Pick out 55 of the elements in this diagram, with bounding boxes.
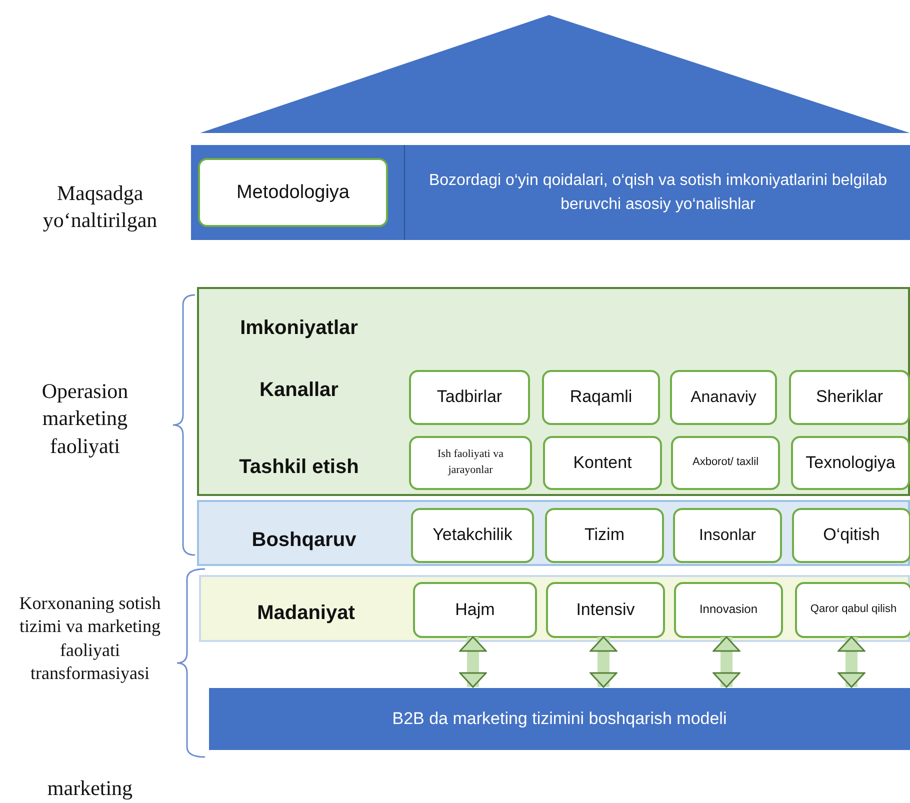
row-heading: Kanallar <box>258 378 340 402</box>
box-label: Texnologiya <box>804 452 896 474</box>
box-label: Intensiv <box>575 598 636 621</box>
box-label: Ananaviy <box>690 388 758 408</box>
row-heading: Boshqaruv <box>250 528 358 552</box>
label-box <box>198 158 388 227</box>
roof-triangle <box>200 15 910 133</box>
box-label: Ish faoliyati va jarayonlar <box>436 447 504 478</box>
double-arrow <box>712 636 740 688</box>
banner-band <box>191 145 910 240</box>
side-label: Maqsadga yo‘naltirilgan <box>42 180 158 234</box>
label-box <box>673 508 782 563</box>
label-box <box>670 370 777 425</box>
box-label: Qaror qabul qilish <box>809 602 898 618</box>
label-box <box>792 508 910 563</box>
double-arrow <box>590 636 618 688</box>
label-box <box>413 582 537 638</box>
row-heading: Imkoniyatlar <box>239 316 359 340</box>
side-label: Operasion marketing faoliyati <box>40 378 130 460</box>
band-text: B2B da marketing tizimini boshqarish modeli <box>391 708 728 730</box>
label-box <box>543 436 662 490</box>
box-label: Hajm <box>454 598 496 621</box>
layer-panel <box>197 287 910 496</box>
label-box <box>795 582 910 638</box>
label-box <box>789 370 910 425</box>
label-box <box>674 582 783 638</box>
box-label: Sheriklar <box>814 386 884 408</box>
banner-band <box>209 688 910 750</box>
band-text: Bozordagi o‘yin qoidalari, o‘qish va sotish imkoniyatlarini belgilab beruvchi asosiy yo‘nalishlar <box>428 171 888 214</box>
box-label: Axborot/ taxlil <box>691 455 760 470</box>
label-box <box>546 582 665 638</box>
row-heading: Tashkil etish <box>238 454 360 480</box>
label-box <box>791 436 910 490</box>
side-label: marketing <box>46 775 134 802</box>
box-label: Metodologiya <box>235 180 351 205</box>
box-label: Tizim <box>584 524 626 546</box>
layer-panel <box>197 500 910 566</box>
label-box <box>409 436 532 490</box>
box-label: Insonlar <box>698 526 757 546</box>
label-box <box>409 370 530 425</box>
double-arrow <box>459 636 487 688</box>
box-label: Raqamli <box>568 386 634 408</box>
box-label: O‘qitish <box>822 524 881 546</box>
label-box <box>671 436 780 490</box>
double-arrow <box>838 636 866 688</box>
row-heading: Madaniyat <box>256 600 356 626</box>
box-label: Yetakchilik <box>432 524 514 546</box>
box-label: Innovasion <box>698 601 759 618</box>
box-label: Tadbirlar <box>436 386 504 408</box>
layer-panel <box>199 575 910 642</box>
label-box <box>545 508 664 563</box>
label-box <box>542 370 660 425</box>
label-box <box>411 508 534 563</box>
side-label: Korxonaning sotish tizimi va marketing faoliyati transformasiyasi <box>18 592 162 686</box>
box-label: Kontent <box>572 452 633 474</box>
